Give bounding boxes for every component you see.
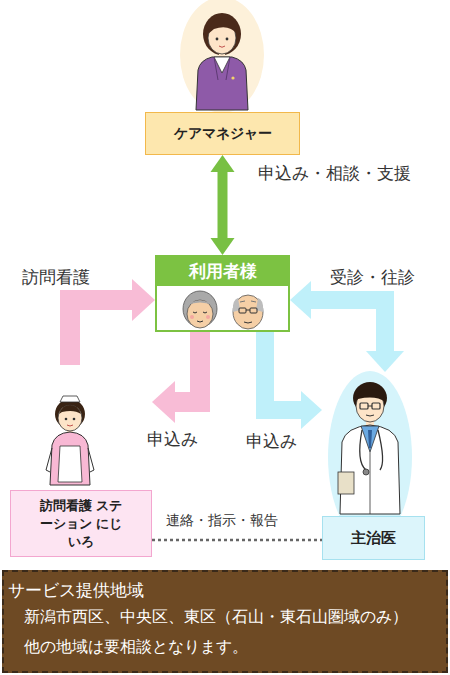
doctor-figure-part [338, 472, 354, 494]
nurse-figure-part [73, 418, 76, 421]
node-text: 新潟市西区、中央区、東区（石山・東石山圏域のみ） [8, 602, 442, 632]
node-title: ケアマネジャー [174, 125, 272, 143]
edge-label: 受診・往診 [330, 266, 415, 289]
block-arrow [290, 281, 404, 372]
nurse-figure-part [59, 405, 81, 414]
connector-line [218, 171, 228, 239]
doctor-figure-part [356, 389, 385, 402]
elderly-couple-figure-part [246, 310, 250, 311]
care-manager-figure-part [226, 38, 229, 41]
doctor-figure-part [372, 403, 380, 409]
nurse-figure-part [58, 405, 82, 431]
label-box: 訪問看護 ステーション にじいろ [10, 490, 152, 557]
doctor-figure-part [370, 452, 371, 514]
nurse-figure-part [67, 425, 73, 426]
elderly-couple-figure-part [244, 322, 252, 323]
elderly-couple-figure [183, 291, 263, 329]
nurse-figure-part [58, 446, 82, 482]
block-arrow [265, 332, 322, 429]
arrow-head [211, 155, 235, 172]
elderly-couple-figure-part [233, 298, 263, 312]
connector-line [174, 332, 200, 402]
nurse-figure-part [50, 432, 90, 485]
doctor-figure-part [368, 406, 372, 407]
edge-label: 連絡・指示・報告 [166, 512, 278, 530]
node-title: サービス提供地域 [8, 578, 442, 602]
care-manager-figure-part [208, 18, 237, 34]
doctor-figure-part [368, 430, 372, 448]
arrow-head [211, 238, 235, 255]
client-box: 利用者様 [155, 255, 290, 332]
elderly-couple-figure-part [197, 321, 203, 322]
nurse-figure-part [65, 418, 68, 421]
doctor-figure-part [361, 426, 379, 452]
arrow-head [152, 381, 175, 423]
doctor-figure-part [356, 390, 384, 422]
elderly-couple-figure-part [206, 315, 210, 319]
dotted-link [152, 540, 322, 541]
area-band: サービス提供地域新潟市西区、中央区、東区（石山・東石山圏域のみ）他の地域は要相談… [2, 570, 448, 673]
node-text: 他の地域は要相談となります。 [8, 632, 442, 662]
care-manager-figure-part [219, 46, 225, 47]
edge-label: 訪問看護 [22, 266, 90, 289]
doctor-figure [338, 382, 400, 514]
double-arrow [211, 155, 235, 255]
connector-line [310, 300, 385, 352]
elderly-couple-figure-part [183, 291, 217, 327]
doctor-figure-part [363, 469, 369, 475]
label-box: 主治医 [322, 516, 425, 560]
edge-label: 申込み [246, 430, 297, 453]
doctor-figure-part [360, 403, 368, 409]
arrow-head [366, 351, 404, 372]
care-manager-figure-part [196, 57, 248, 110]
edge-label: 申込み・相談・支援 [258, 162, 411, 185]
elderly-couple-figure-part [190, 315, 194, 319]
halo-ellipse [180, 0, 264, 113]
elderly-couple-figure-part [239, 308, 246, 313]
connector-line [152, 539, 322, 542]
doctor-figure-part [366, 415, 374, 416]
arrow-head [301, 391, 322, 429]
nurse-figure-part [46, 448, 94, 472]
care-manager-figure-part [214, 57, 230, 80]
elderly-couple-figure-part [240, 301, 256, 302]
care-manager-figure-part [216, 38, 219, 41]
care-manager-figure-part [231, 76, 234, 79]
connector-line [265, 332, 302, 410]
arrow-head [290, 281, 311, 319]
node-title: 訪問看護 ステーション にじいろ [35, 497, 127, 551]
node-title: 利用者様 [157, 257, 288, 286]
nurse-figure-part [60, 396, 80, 402]
block-arrow [152, 332, 200, 423]
block-arrow [70, 279, 155, 365]
elderly-couple-figure-part [233, 295, 263, 329]
nurse-figure [46, 396, 94, 485]
connector-line [70, 300, 133, 365]
elderly-couple-figure-part [187, 301, 213, 306]
doctor-figure-part [360, 430, 383, 470]
role-box: ケアマネジャー [145, 112, 300, 155]
arrow-head [132, 279, 155, 321]
care-manager-figure [196, 13, 248, 110]
care-manager-figure-part [203, 13, 241, 55]
elderly-couple-figure-part [187, 300, 213, 328]
edge-label: 申込み [147, 428, 198, 451]
node-title: 主治医 [351, 529, 396, 548]
elderly-couple-figure-part [250, 308, 257, 313]
elderly-couple-figure-part [193, 312, 207, 313]
doctor-figure-part [340, 425, 400, 514]
